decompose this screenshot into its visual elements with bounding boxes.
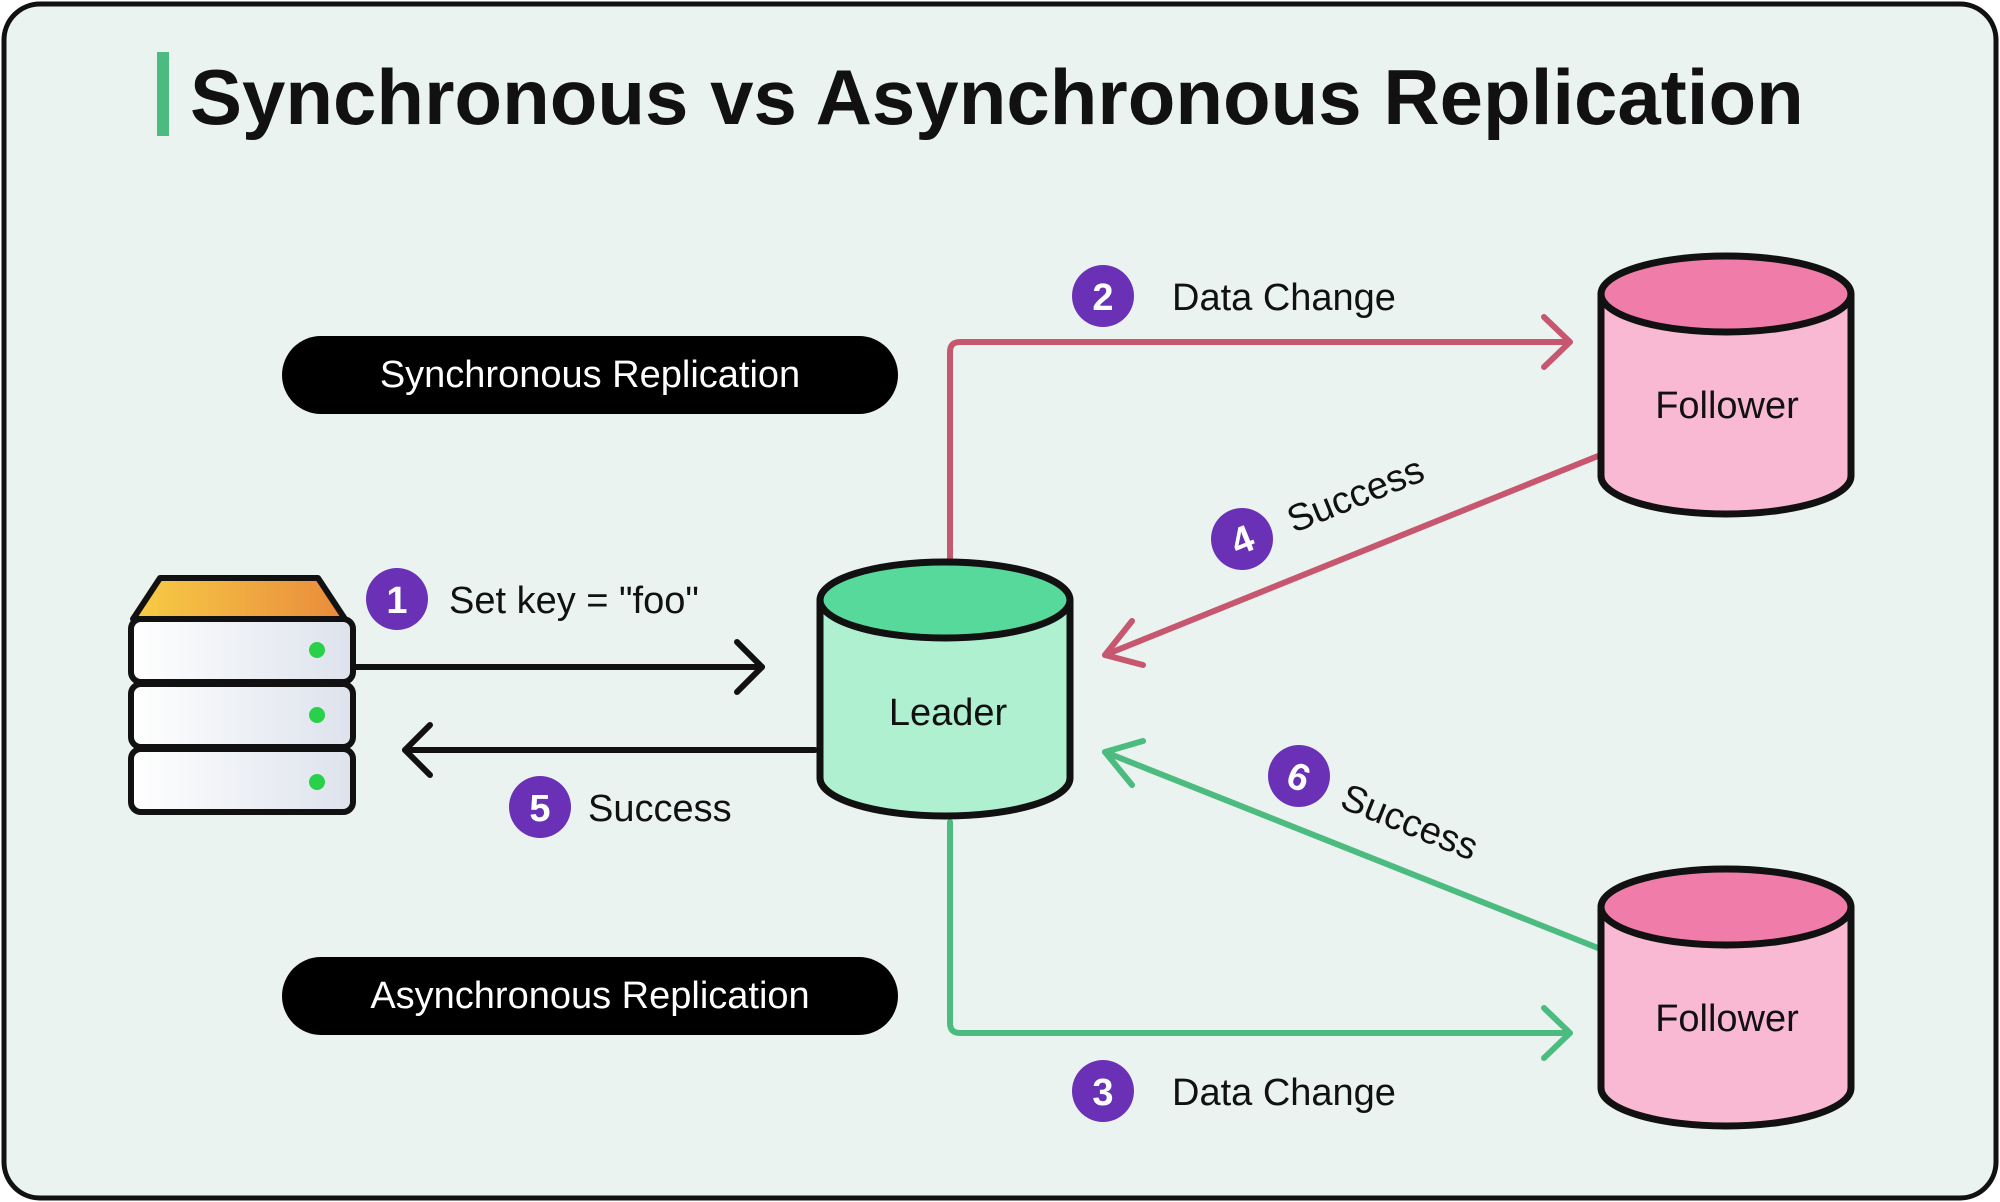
diagram-title: Synchronous vs Asynchronous Replication <box>190 53 1804 141</box>
async-replication-pill <box>282 957 898 1035</box>
step-label-3: Data Change <box>1172 1072 1396 1114</box>
step-badge-2 <box>1072 265 1134 327</box>
step-number-5: 5 <box>529 788 550 830</box>
set-key-arrowhead <box>734 639 765 695</box>
step-badge-6 <box>1268 745 1330 807</box>
step-badge-5 <box>509 776 571 838</box>
follower-bottom-label: Follower <box>1655 998 1799 1040</box>
client-success-arrowhead <box>402 722 433 778</box>
follower-bottom-database <box>1597 865 1855 1130</box>
step-number-1: 1 <box>386 580 407 622</box>
async-success-arrowhead <box>1102 738 1146 788</box>
async-data-change-arrow <box>947 819 1571 1036</box>
step-number-2: 2 <box>1092 277 1113 319</box>
follower-top-label: Follower <box>1655 385 1799 427</box>
step-badge-4 <box>1211 508 1273 570</box>
sync-data-change-arrow <box>947 339 1571 565</box>
async-replication-label: Asynchronous Replication <box>370 975 809 1017</box>
step-badge-3 <box>1072 1060 1134 1122</box>
client-server-icon <box>128 575 356 815</box>
follower-top-database <box>1597 252 1855 518</box>
step-label-1: Set key = "foo" <box>449 580 699 622</box>
title-accent-bar <box>157 52 169 136</box>
leader-label: Leader <box>889 692 1008 734</box>
step-label-5: Success <box>588 788 732 830</box>
step-badge-1 <box>366 568 428 630</box>
leader-database <box>816 558 1074 820</box>
sync-replication-label: Synchronous Replication <box>380 354 800 396</box>
sync-success-arrow <box>1102 453 1601 658</box>
async-success-arrow <box>1102 749 1601 951</box>
sync-replication-pill <box>282 336 898 414</box>
step-number-3: 3 <box>1092 1072 1113 1114</box>
sync-success-arrowhead <box>1102 618 1146 668</box>
async-data-change-arrowhead <box>1541 1005 1573 1061</box>
sync-data-change-arrowhead <box>1541 314 1573 370</box>
step-label-2: Data Change <box>1172 277 1396 319</box>
